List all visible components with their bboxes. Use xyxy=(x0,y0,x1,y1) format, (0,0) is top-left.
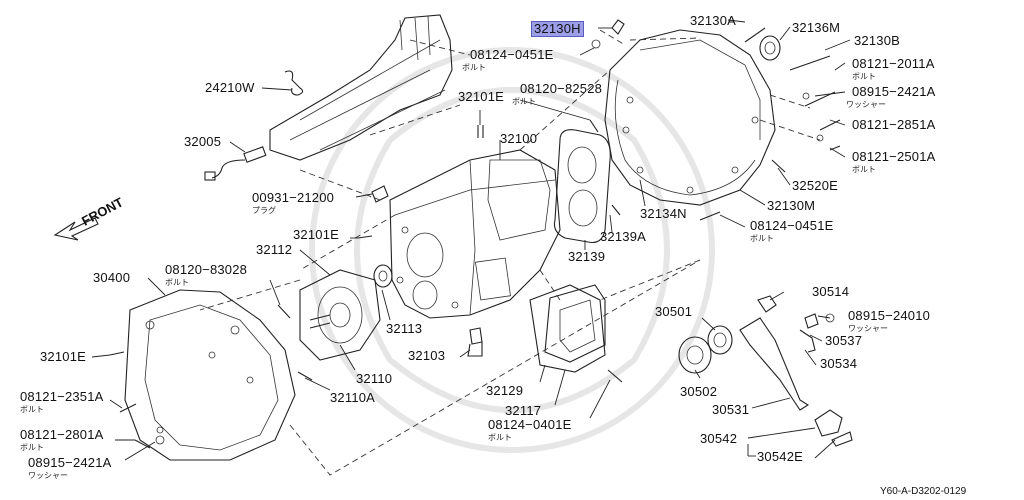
part-label-08121-2351A[interactable]: 08121−2351A xyxy=(20,389,104,404)
part-label-32101E-left[interactable]: 32101E xyxy=(40,349,87,364)
part-label-32110A[interactable]: 32110A xyxy=(330,390,376,405)
part-label-08120-82528[interactable]: 08120−82528 xyxy=(520,81,603,96)
part-label-32103[interactable]: 32103 xyxy=(408,348,446,363)
release-bearing-part xyxy=(678,325,733,374)
side-cover-part xyxy=(529,284,606,373)
part-label-32110[interactable]: 32110 xyxy=(356,371,393,386)
part-label-32129[interactable]: 32129 xyxy=(486,383,524,398)
bearing-retainer-part xyxy=(299,269,381,361)
part-label-30534[interactable]: 30534 xyxy=(820,356,858,371)
part-label-08121-2011A[interactable]: 08121−2011A xyxy=(852,56,935,71)
part-label-30542[interactable]: 30542 xyxy=(700,431,738,446)
watermark xyxy=(309,47,715,453)
part-label-32130B[interactable]: 32130B xyxy=(854,33,901,48)
part-sub-bolt: ボルト xyxy=(165,278,189,287)
part-label-32113[interactable]: 32113 xyxy=(386,321,423,336)
part-label-30400[interactable]: 30400 xyxy=(93,270,131,285)
part-label-08915-2421A-right[interactable]: 08915−2421A xyxy=(852,84,936,99)
part-label-08124-0401E[interactable]: 08124−0401E xyxy=(488,417,572,432)
part-sub-washer: ワッシャー xyxy=(28,471,68,480)
part-label-32117[interactable]: 32117 xyxy=(505,403,542,418)
part-label-30501[interactable]: 30501 xyxy=(655,304,693,319)
clutch-housing-part xyxy=(124,289,296,461)
part-sub-washer: ワッシャー xyxy=(848,324,888,333)
part-label-08124-0451E-top[interactable]: 08124−0451E xyxy=(470,47,554,62)
part-sub-washer: ワッシャー xyxy=(846,100,886,109)
part-label-08915-2421A-left[interactable]: 08915−2421A xyxy=(28,455,112,470)
part-label-32112[interactable]: 32112 xyxy=(256,242,293,257)
leader-lines xyxy=(91,19,851,461)
part-label-08121-2801A[interactable]: 08121−2801A xyxy=(20,427,104,442)
part-sub-bolt: ボルト xyxy=(20,443,44,452)
part-sub-bolt: ボルト xyxy=(462,63,486,72)
part-label-32101E-top[interactable]: 32101E xyxy=(458,89,505,104)
part-label-08121-2501A[interactable]: 08121−2501A xyxy=(852,149,936,164)
part-label-32130A[interactable]: 32130A xyxy=(690,13,737,28)
transmission-case-part xyxy=(389,149,561,319)
part-label-32005[interactable]: 32005 xyxy=(184,134,222,149)
part-sub-bolt: ボルト xyxy=(750,234,774,243)
part-label-32130H[interactable]: 32130H xyxy=(531,21,584,37)
part-label-24210W[interactable]: 24210W xyxy=(205,80,255,95)
drawing-code: Y60-A-D3202-0129 xyxy=(880,486,967,497)
rear-extension-part xyxy=(604,29,776,206)
part-label-30537[interactable]: 30537 xyxy=(825,333,863,348)
part-label-30502[interactable]: 30502 xyxy=(680,384,718,399)
part-label-32139A[interactable]: 32139A xyxy=(600,229,647,244)
part-sub-bolt: ボルト xyxy=(852,165,876,174)
switch-part xyxy=(204,141,267,181)
part-label-00931-21200[interactable]: 00931−21200 xyxy=(252,190,335,205)
part-label-30542E[interactable]: 30542E xyxy=(757,449,804,464)
part-sub-bolt: ボルト xyxy=(20,405,44,414)
part-label-32139[interactable]: 32139 xyxy=(568,249,606,264)
part-label-32136M[interactable]: 32136M xyxy=(792,20,841,35)
part-label-32130M[interactable]: 32130M xyxy=(767,198,816,213)
release-fork-part xyxy=(739,295,835,411)
part-label-30514[interactable]: 30514 xyxy=(812,284,850,299)
part-label-08121-2851A[interactable]: 08121−2851A xyxy=(852,117,936,132)
part-label-08124-0451E-right[interactable]: 08124−0451E xyxy=(750,218,834,233)
part-sub-bolt: ボルト xyxy=(488,433,512,442)
part-label-32134N[interactable]: 32134N xyxy=(640,206,687,221)
part-label-32520E[interactable]: 32520E xyxy=(792,178,839,193)
shift-cover-part xyxy=(269,14,453,161)
part-label-08120-83028[interactable]: 08120−83028 xyxy=(165,262,248,277)
part-label-32100[interactable]: 32100 xyxy=(500,131,538,146)
part-sub-bolt: ボルト xyxy=(852,72,876,81)
part-label-30531[interactable]: 30531 xyxy=(712,402,750,417)
part-sub-bolt: ボルト xyxy=(512,97,536,106)
gasket-part xyxy=(553,129,611,244)
part-sub-plug: プラグ xyxy=(252,206,276,215)
part-label-32101E-mid[interactable]: 32101E xyxy=(293,227,340,242)
part-label-08915-24010[interactable]: 08915−24010 xyxy=(848,308,931,323)
